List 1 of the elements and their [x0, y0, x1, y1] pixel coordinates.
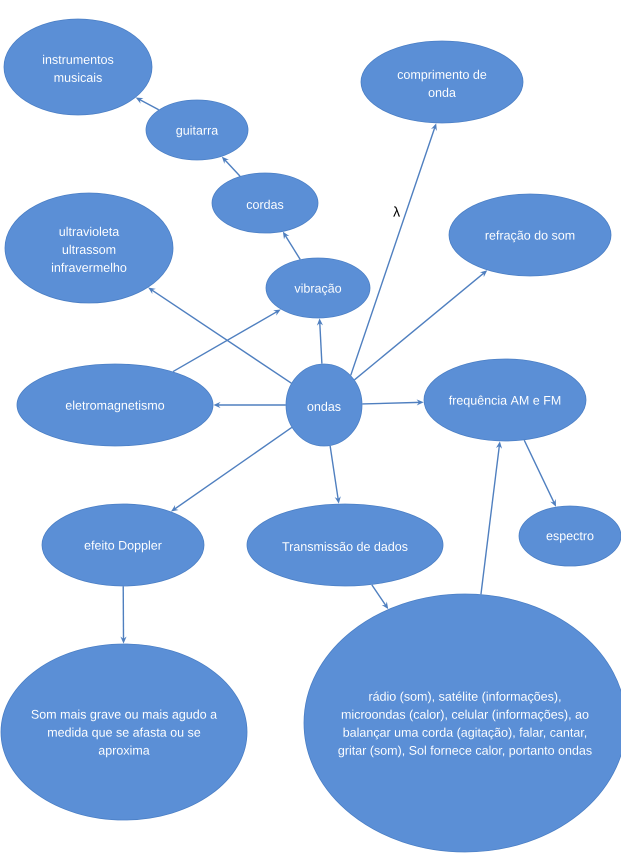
edge-label: λ: [393, 206, 400, 217]
